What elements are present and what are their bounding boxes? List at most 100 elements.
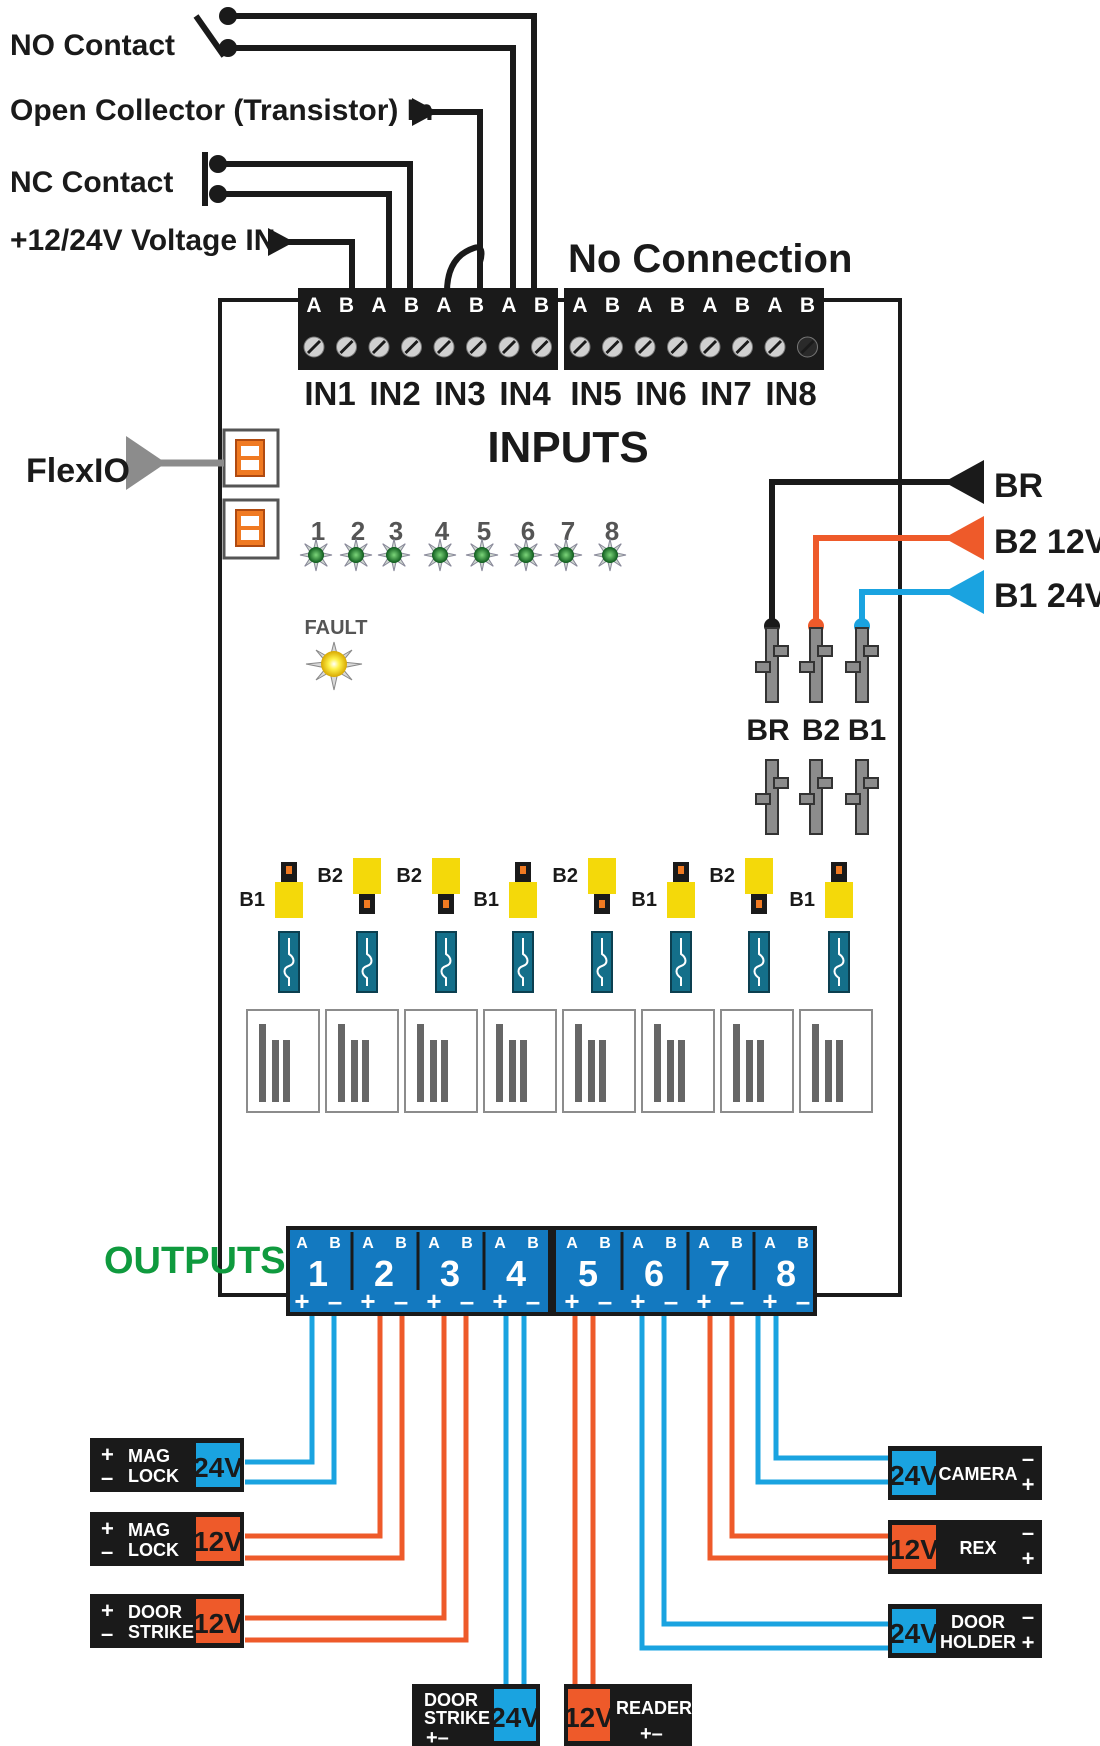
output-polarity: –	[394, 1286, 408, 1316]
terminal-letter: B	[534, 294, 549, 317]
terminal-screw[interactable]	[303, 336, 325, 358]
device-name: STRIKE	[424, 1708, 490, 1728]
output-ab-letter: B	[599, 1235, 611, 1252]
header-br-label: BR	[746, 714, 790, 747]
output-polarity: –	[526, 1286, 540, 1316]
inputs-title: INPUTS	[487, 423, 648, 472]
jumper-label: B1	[473, 889, 499, 911]
terminal-letter: B	[469, 294, 484, 317]
power-header-pin[interactable]	[755, 759, 789, 835]
terminal-screw[interactable]	[732, 336, 753, 358]
outputs-title: OUTPUTS	[104, 1240, 286, 1282]
input-terminal-block-right	[564, 288, 824, 370]
output-ab-letter: A	[632, 1235, 644, 1252]
output-fuse-7	[748, 931, 770, 993]
output-ab-letter: B	[731, 1235, 743, 1252]
power-header-pin[interactable]	[845, 759, 879, 835]
output-fuse-4	[512, 931, 534, 993]
output-polarity: +	[630, 1286, 645, 1316]
terminal-screw[interactable]	[336, 336, 357, 358]
output-relay-6	[641, 1009, 715, 1113]
terminal-screw[interactable]	[667, 336, 688, 358]
led-number: 5	[477, 516, 491, 546]
jumper-label: B2	[317, 865, 343, 887]
device-voltage: 24V	[490, 1702, 540, 1733]
output-ab-letter: A	[698, 1235, 710, 1252]
output-jumper-5[interactable]: B2	[552, 858, 616, 914]
input-led-8: 8	[593, 516, 627, 572]
terminal-letter: A	[371, 294, 386, 317]
output-fuse-5	[591, 931, 613, 993]
jumper-label: B2	[552, 865, 578, 887]
power-header-pin[interactable]	[845, 627, 879, 703]
terminal-screw[interactable]	[699, 336, 721, 358]
led-number: 6	[521, 516, 535, 546]
output-jumper-4[interactable]: B1	[473, 862, 537, 918]
b1-arrow-icon	[944, 570, 984, 614]
power-header-pin[interactable]	[799, 759, 833, 835]
output-polarity: –	[460, 1286, 474, 1316]
device-name: DOOR	[128, 1602, 182, 1622]
fault-label: FAULT	[305, 617, 368, 639]
output-polarity: +	[426, 1286, 441, 1316]
output-ab-letter: B	[797, 1235, 809, 1252]
output-jumper-7[interactable]: B2	[709, 858, 773, 914]
power-header-pin[interactable]	[799, 627, 833, 703]
output-polarity: –	[664, 1286, 678, 1316]
terminal-screw[interactable]	[498, 336, 520, 358]
device-name: HOLDER	[940, 1632, 1016, 1652]
output-relay-5	[562, 1009, 636, 1113]
power-header-pin[interactable]	[755, 627, 789, 703]
terminal-screw[interactable]	[634, 336, 656, 358]
input-led-1: 1	[299, 516, 333, 572]
open-collector-arrow-icon	[412, 98, 438, 126]
terminal-screw[interactable]	[368, 336, 390, 358]
terminal-screw[interactable]	[466, 336, 487, 358]
jumper-label: B1	[239, 889, 265, 911]
terminal-screw[interactable]	[569, 336, 591, 358]
device-voltage: 12V	[564, 1702, 614, 1733]
terminal-screw[interactable]	[797, 336, 818, 358]
output-polarity: +	[762, 1286, 777, 1316]
terminal-letter: A	[702, 294, 717, 317]
header-b1-label: B1	[848, 714, 886, 747]
output-number-5: 5	[578, 1253, 598, 1294]
device-minus: –	[1022, 1446, 1034, 1471]
terminal-screw[interactable]	[433, 336, 455, 358]
device-plus: +	[101, 1442, 114, 1467]
terminal-screw[interactable]	[602, 336, 623, 358]
terminal-screw[interactable]	[531, 336, 552, 358]
terminal-screw[interactable]	[764, 336, 786, 358]
terminal-letter: B	[605, 294, 620, 317]
output-polarity: –	[796, 1286, 810, 1316]
terminal-screw[interactable]	[401, 336, 422, 358]
output-jumper-1[interactable]: B1	[239, 862, 303, 918]
device-voltage: 24V	[889, 1618, 939, 1649]
output-wires	[245, 1316, 888, 1690]
output-jumper-3[interactable]: B2	[396, 858, 460, 914]
no-connection-label: No Connection	[568, 237, 852, 281]
jumper-label: B1	[789, 889, 815, 911]
output-jumper-6[interactable]: B1	[631, 862, 695, 918]
input-wires	[216, 13, 537, 293]
flexio-connector[interactable]	[222, 428, 280, 560]
header-b2-label: B2	[802, 714, 840, 747]
output-ab-letter: B	[395, 1235, 407, 1252]
output-ab-letter: A	[764, 1235, 776, 1252]
voltage-in-label: +12/24V Voltage IN	[10, 224, 275, 257]
output-jumper-8[interactable]: B1	[789, 862, 853, 918]
output-device-7: 12V–+REX	[888, 1520, 1042, 1574]
output-polarity: +	[294, 1286, 309, 1316]
output-number-3: 3	[440, 1253, 460, 1294]
output-device-6: 24V–+CAMERA	[888, 1446, 1042, 1500]
output-relay-8	[799, 1009, 873, 1113]
device-voltage: 12V	[889, 1534, 939, 1565]
output-jumper-2[interactable]: B2	[317, 858, 381, 914]
terminal-letter: B	[800, 294, 815, 317]
no-contact-label: NO Contact	[10, 29, 175, 62]
terminal-letter: A	[501, 294, 516, 317]
device-name: LOCK	[128, 1466, 179, 1486]
nc-contact-switch-icon	[202, 152, 227, 206]
